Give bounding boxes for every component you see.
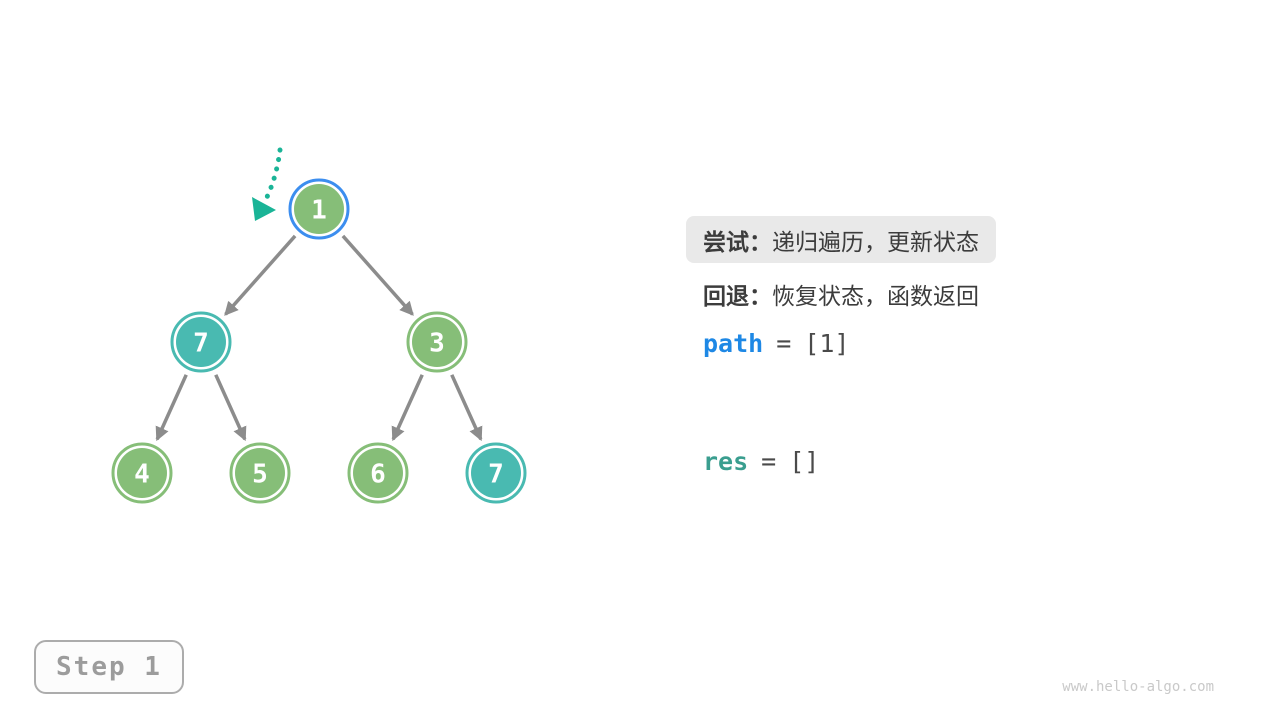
tree-nodes: 1 7 3 4 5 6 7 <box>111 178 527 504</box>
path-value: [1] <box>804 328 850 358</box>
tree-node-label: 4 <box>134 459 150 489</box>
res-variable-name: res <box>703 446 749 476</box>
tree-node-label: 1 <box>311 195 327 225</box>
tree-node-label: 7 <box>193 328 209 358</box>
backtrack-text: 恢复状态，函数返回 <box>772 282 979 309</box>
tree-edge <box>214 374 247 442</box>
backtrack-label: 回退： <box>703 282 772 309</box>
step-badge: Step 1 <box>34 640 184 694</box>
path-variable-line: path = [1] <box>686 320 866 366</box>
tree-node-label: 5 <box>252 459 268 489</box>
tree-node-label: 7 <box>488 459 504 489</box>
res-equals: = <box>761 446 777 476</box>
legend-backtrack-line: 回退：恢复状态，函数返回 <box>686 270 996 317</box>
path-equals: = <box>776 328 792 358</box>
tree-node-label: 6 <box>370 459 386 489</box>
tree-node-7: 7 <box>170 311 232 373</box>
tree-node-7: 7 <box>465 442 527 504</box>
tree-edge <box>450 374 483 442</box>
tree-edges <box>155 234 483 442</box>
tree-edge <box>224 234 297 316</box>
tree-node-label: 3 <box>429 328 445 358</box>
tree-edge <box>155 374 188 442</box>
step-badge-label: Step 1 <box>56 652 162 682</box>
watermark: www.hello-algo.com <box>1062 679 1214 695</box>
tree-node-5: 5 <box>229 442 291 504</box>
current-node-pointer <box>252 147 283 221</box>
tree-node-4: 4 <box>111 442 173 504</box>
try-text: 递归遍历，更新状态 <box>772 228 979 255</box>
tree-node-6: 6 <box>347 442 409 504</box>
res-variable-line: res = [] <box>686 438 836 484</box>
tree-node-3: 3 <box>406 311 468 373</box>
legend-try-line: 尝试：递归遍历，更新状态 <box>686 216 996 263</box>
try-label: 尝试： <box>703 228 772 255</box>
res-value: [] <box>789 446 820 476</box>
pointer-arrowhead-icon <box>252 197 276 221</box>
tree-edge <box>391 374 424 442</box>
path-variable-name: path <box>703 328 764 358</box>
tree-node-1: 1 <box>288 178 350 240</box>
tree-edge <box>341 234 414 316</box>
pointer-dotted-trail <box>264 147 283 200</box>
